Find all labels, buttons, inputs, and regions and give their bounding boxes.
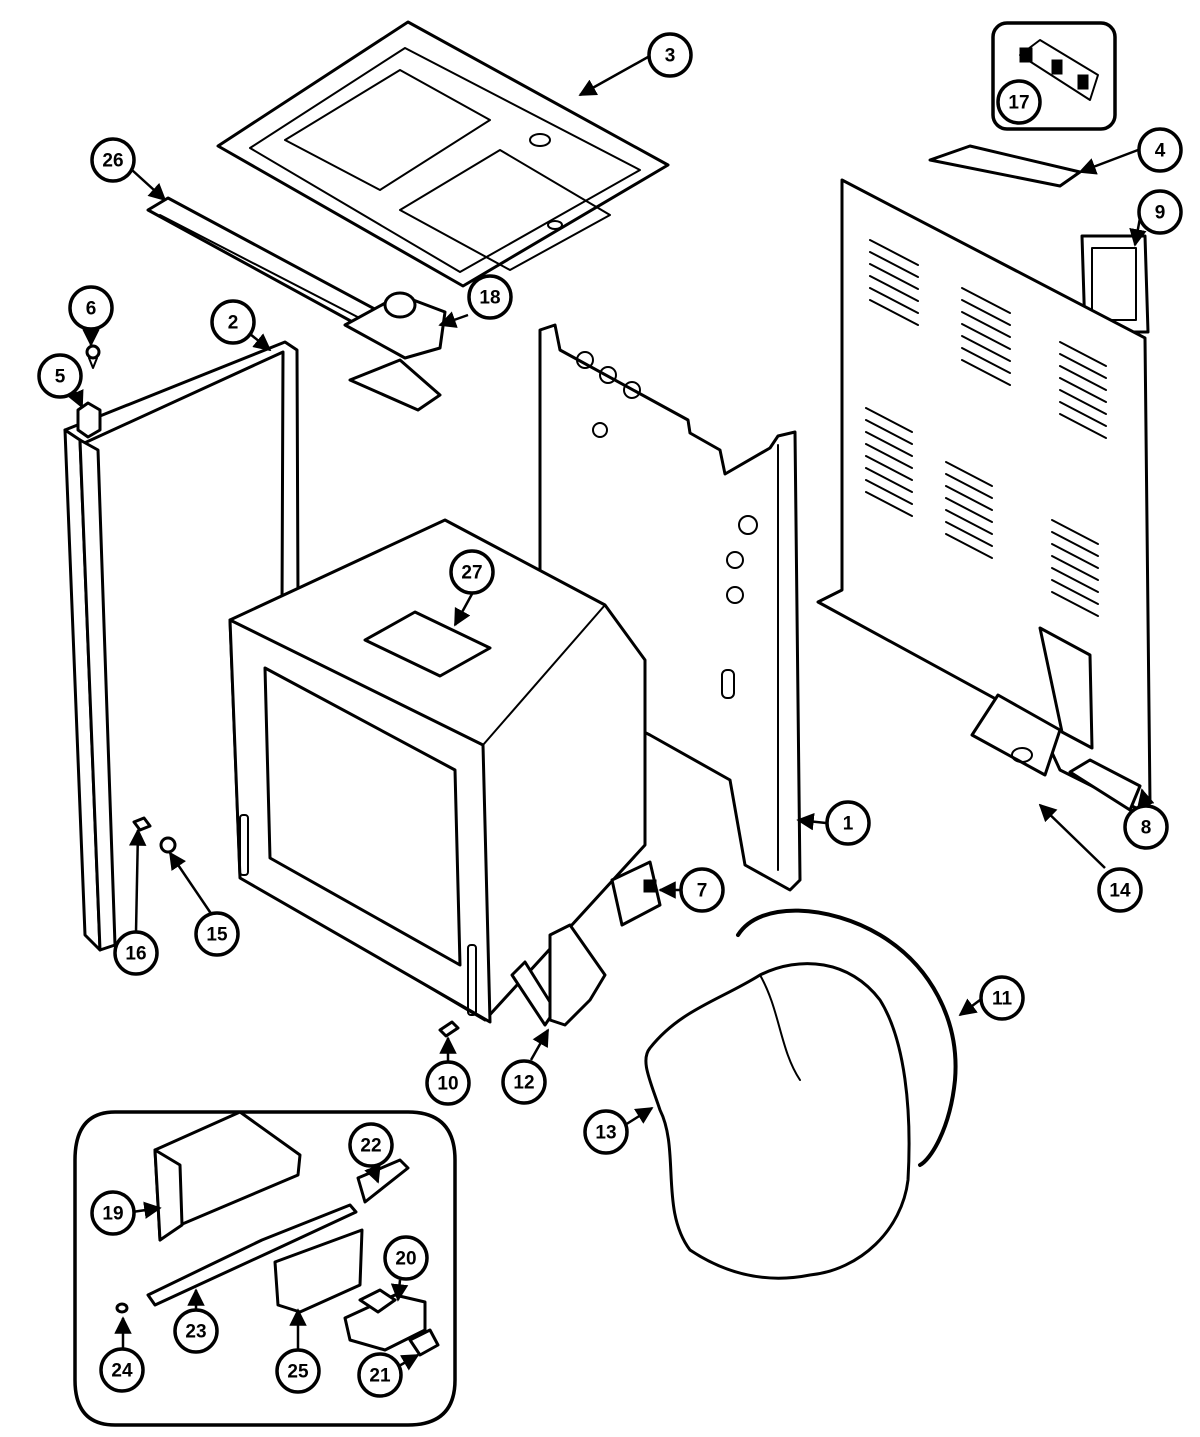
callout-25: 25 <box>275 1348 321 1394</box>
part-18-latch <box>343 291 447 412</box>
svg-text:27: 27 <box>461 563 482 584</box>
svg-text:26: 26 <box>102 151 123 172</box>
svg-text:11: 11 <box>992 989 1013 1010</box>
part-27-oven-cavity <box>228 518 647 1024</box>
svg-text:18: 18 <box>479 288 500 309</box>
part-13-insulation <box>644 962 911 1280</box>
part-9-bracket <box>1080 234 1150 334</box>
callout-10: 10 <box>425 1060 471 1106</box>
inset-switch-assembly <box>73 1110 457 1427</box>
svg-text:1: 1 <box>843 814 854 835</box>
svg-text:19: 19 <box>102 1204 123 1225</box>
callout-16: 16 <box>113 930 159 976</box>
part-7-bracket <box>610 860 662 927</box>
callout-23: 23 <box>173 1308 219 1354</box>
part-5-clip <box>76 401 102 439</box>
svg-text:5: 5 <box>55 367 66 388</box>
callout-14: 14 <box>1097 867 1143 913</box>
callout-2: 2 <box>210 299 256 345</box>
callout-8: 8 <box>1123 804 1169 850</box>
callout-4: 4 <box>1137 127 1183 173</box>
callout-9: 9 <box>1137 189 1183 235</box>
svg-text:24: 24 <box>111 1361 133 1382</box>
svg-text:21: 21 <box>369 1366 391 1387</box>
part-3-top-panel <box>216 20 670 288</box>
part-8-rear-panel <box>816 178 1152 812</box>
svg-text:4: 4 <box>1155 141 1166 162</box>
svg-text:9: 9 <box>1155 203 1166 224</box>
svg-text:13: 13 <box>595 1123 616 1144</box>
part-15-screw <box>159 836 177 854</box>
callout-11: 11 <box>979 975 1025 1021</box>
part-6-screw <box>85 344 101 369</box>
svg-text:22: 22 <box>360 1136 381 1157</box>
part-1-side-panel <box>538 323 802 892</box>
callout-12: 12 <box>501 1059 547 1105</box>
svg-text:3: 3 <box>665 46 676 67</box>
part-14-bracket <box>970 693 1062 777</box>
svg-text:23: 23 <box>185 1322 206 1343</box>
svg-text:2: 2 <box>228 313 239 334</box>
svg-text:10: 10 <box>437 1074 458 1095</box>
callout-18: 18 <box>467 274 513 320</box>
callout-1: 1 <box>825 800 871 846</box>
callout-26: 26 <box>90 137 136 183</box>
svg-text:16: 16 <box>125 944 146 965</box>
callout-22: 22 <box>348 1122 394 1168</box>
callout-7: 7 <box>679 867 725 913</box>
part-10-screw <box>438 1020 460 1038</box>
callout-17: 17 <box>996 79 1042 125</box>
part-11-gasket <box>736 908 958 1167</box>
callout-20: 20 <box>383 1235 429 1281</box>
svg-text:7: 7 <box>697 881 708 902</box>
svg-text:15: 15 <box>206 925 228 946</box>
svg-text:20: 20 <box>395 1249 416 1270</box>
part-4-plate <box>928 144 1082 188</box>
callout-3: 3 <box>647 32 693 78</box>
callout-5: 5 <box>37 353 83 399</box>
callout-15: 15 <box>194 911 240 957</box>
svg-text:8: 8 <box>1141 818 1152 839</box>
leader-lines <box>67 55 1155 1372</box>
callout-21: 21 <box>357 1352 403 1398</box>
callout-6: 6 <box>68 285 114 331</box>
callout-19: 19 <box>90 1190 136 1236</box>
callout-24: 24 <box>99 1347 145 1393</box>
svg-text:6: 6 <box>86 299 97 320</box>
svg-text:17: 17 <box>1008 93 1029 114</box>
svg-text:14: 14 <box>1109 881 1131 902</box>
callout-27: 27 <box>449 549 495 595</box>
svg-text:12: 12 <box>513 1073 534 1094</box>
callout-13: 13 <box>583 1109 629 1155</box>
part-16-screw <box>132 816 152 832</box>
part-12-hinge <box>510 923 607 1027</box>
svg-text:25: 25 <box>287 1362 309 1383</box>
